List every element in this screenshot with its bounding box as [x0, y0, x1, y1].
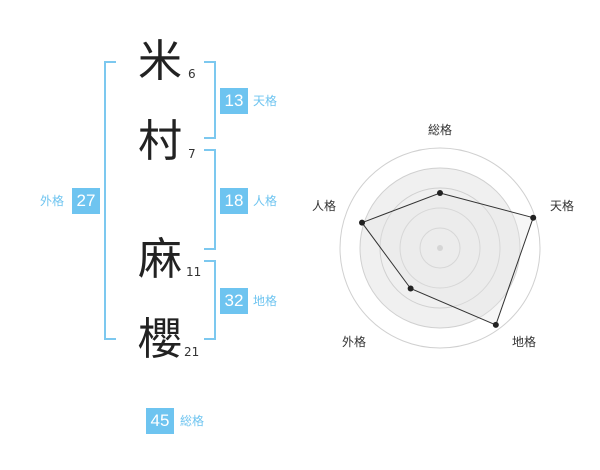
jinkaku-label: 人格 — [253, 194, 278, 208]
radar-point-3 — [492, 321, 499, 328]
chikaku-score-badge: 32 — [220, 288, 248, 314]
name-char-2: 村 — [138, 116, 182, 167]
radar-ring-1 — [419, 227, 461, 269]
radar-point-5 — [359, 219, 366, 226]
radar-point-4 — [407, 285, 414, 292]
radar-axis-label-5: 人格 — [312, 198, 336, 213]
radar-axis-label-4: 外格 — [342, 334, 366, 349]
name-char-4: 櫻 — [138, 314, 182, 365]
gaikaku-bracket — [104, 61, 116, 340]
name-char-3: 麻 — [138, 234, 182, 285]
radar-axis-label-2: 天格 — [550, 198, 574, 213]
radar-ring-3 — [379, 187, 501, 309]
chikaku-bracket — [204, 260, 216, 340]
radar-axis-label-3: 地格 — [512, 334, 536, 349]
tenkaku-bracket — [204, 61, 216, 139]
soukaku-label: 総格 — [180, 414, 205, 428]
soukaku-score-badge: 45 — [146, 408, 174, 434]
jinkaku-score-badge: 18 — [220, 188, 248, 214]
stroke-count-1: 6 — [188, 67, 196, 81]
radar-axis-label-1: 総格 — [428, 122, 452, 137]
radar-center-dot — [437, 245, 443, 251]
stroke-count-2: 7 — [188, 147, 196, 161]
tenkaku-score-badge: 13 — [220, 88, 248, 114]
radar-point-1 — [437, 190, 443, 196]
jinkaku-bracket — [204, 149, 216, 250]
gaikaku-score-badge: 27 — [72, 188, 100, 214]
chikaku-label: 地格 — [253, 294, 278, 308]
radar-data-polygon — [361, 192, 534, 326]
name-char-1: 米 — [138, 36, 182, 87]
radar-point-2 — [530, 214, 537, 221]
stroke-count-3: 11 — [186, 265, 202, 279]
stroke-count-4: 21 — [184, 345, 200, 359]
gaikaku-label: 外格 — [40, 194, 65, 208]
tenkaku-label: 天格 — [253, 94, 278, 108]
radar-ring-2 — [399, 207, 481, 289]
